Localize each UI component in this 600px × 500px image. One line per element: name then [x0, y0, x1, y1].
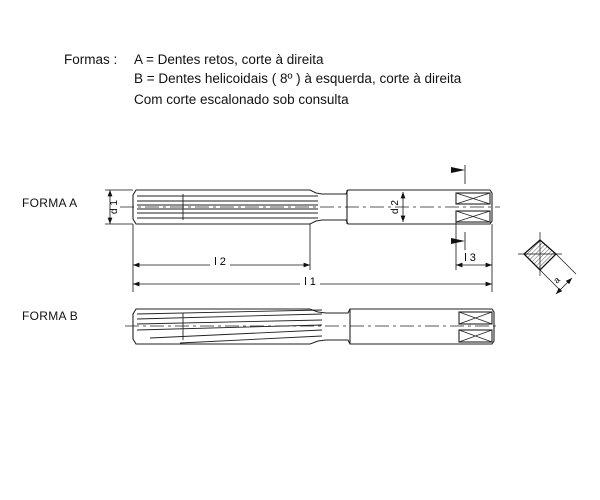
dim-d2: d 2 — [390, 200, 401, 214]
square-section-view — [518, 232, 577, 295]
legend-line-b: B = Dentes helicoidais ( 8º ) à esquerda… — [134, 71, 462, 86]
legend-heading: Formas : — [64, 52, 118, 67]
dim-d1: d 1 — [109, 200, 120, 214]
dim-a: a — [551, 275, 562, 286]
section-markers — [451, 165, 466, 250]
forma-a-tool — [120, 189, 500, 225]
dim-l3: l 3 — [464, 252, 476, 264]
square-drive-top — [455, 192, 491, 205]
square-drive-bottom — [455, 210, 491, 223]
legend-line-note: Com corte escalonado sob consulta — [134, 92, 349, 107]
flutes-helical — [136, 309, 323, 344]
forma-b-label: FORMA B — [22, 309, 79, 323]
forma-a-label: FORMA A — [22, 196, 78, 210]
legend-line-a: A = Dentes retos, corte à direita — [134, 52, 324, 67]
forma-b-tool — [125, 308, 500, 345]
dim-l1: l 1 — [304, 276, 316, 288]
flutes-straight — [137, 194, 318, 220]
dim-l2: l 2 — [214, 256, 226, 268]
